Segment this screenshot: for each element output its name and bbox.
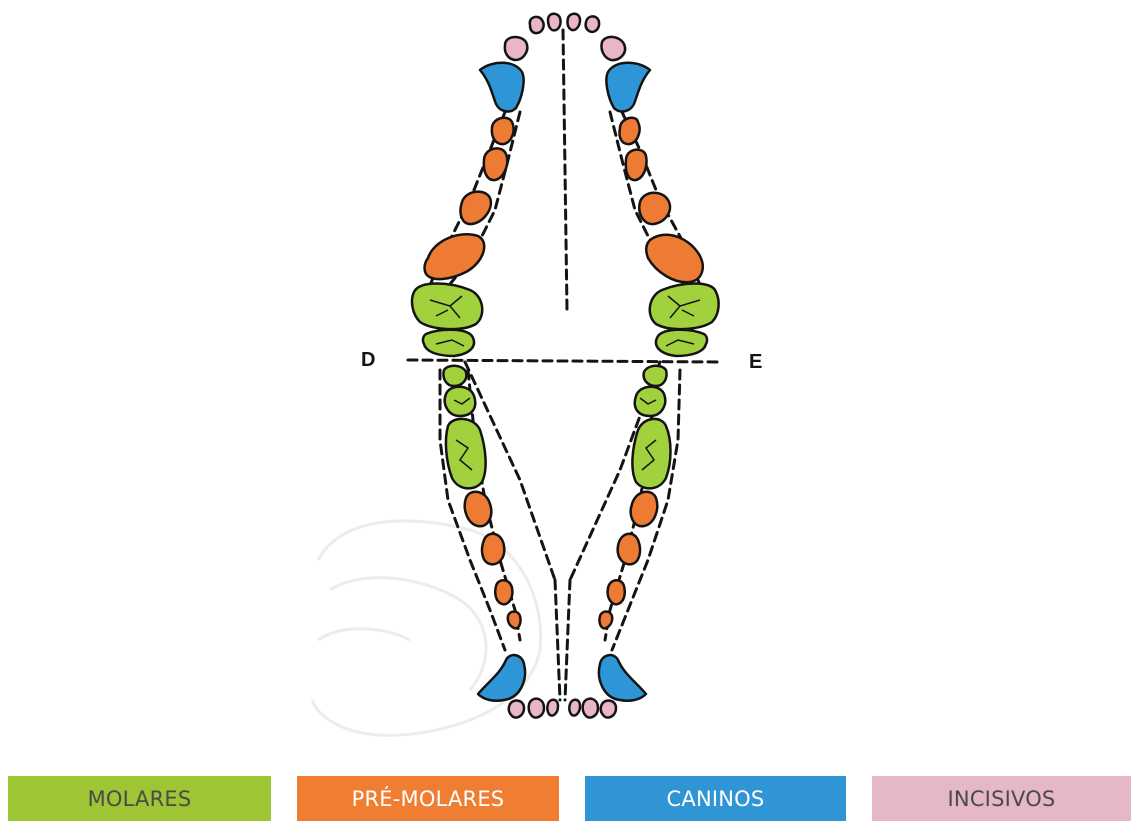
incisor-tooth [509, 701, 524, 718]
premolar-tooth [460, 192, 490, 224]
legend-incisivos: INCISIVOS [872, 776, 1131, 821]
premolar-tooth [484, 148, 507, 180]
molar-tooth [443, 366, 466, 386]
legend-molares-label: MOLARES [88, 787, 192, 811]
canine-tooth [606, 63, 650, 112]
incisor-tooth [547, 700, 558, 716]
incisor-tooth [548, 14, 561, 31]
molar-tooth [632, 419, 670, 488]
lower-midline-left [555, 580, 560, 700]
premolar-tooth [425, 234, 485, 279]
canine-tooth [480, 63, 524, 112]
molar-tooth [412, 284, 482, 330]
legend-caninos: CANINOS [585, 776, 846, 821]
premolar-tooth [465, 492, 492, 526]
lower-incisors [509, 699, 616, 718]
molar-tooth [445, 387, 475, 416]
incisor-tooth [567, 14, 580, 30]
premolar-tooth [599, 612, 612, 629]
incisor-tooth [601, 37, 625, 60]
label-e: E [749, 351, 762, 373]
molar-tooth [650, 284, 719, 330]
legend-premolares: PRÉ-MOLARES [297, 776, 559, 821]
incisor-tooth [569, 700, 580, 716]
molar-tooth [656, 330, 707, 356]
lower-canines [478, 655, 646, 701]
incisor-tooth [530, 17, 544, 33]
molar-tooth [644, 366, 667, 386]
premolar-tooth [495, 580, 512, 604]
legend-caninos-label: CANINOS [667, 787, 765, 811]
incisor-tooth [505, 37, 527, 60]
label-d: D [361, 349, 375, 371]
premolar-tooth [492, 118, 514, 144]
d-e-line [408, 360, 720, 362]
premolar-tooth [508, 612, 521, 629]
premolar-tooth [639, 193, 670, 224]
premolar-tooth [608, 580, 625, 604]
incisor-tooth [583, 699, 598, 718]
canine-tooth [599, 655, 646, 701]
legend-premolares-label: PRÉ-MOLARES [352, 787, 505, 811]
premolar-tooth [618, 534, 640, 565]
molar-tooth [446, 419, 486, 488]
molar-tooth [635, 387, 665, 416]
upper-incisors [505, 14, 625, 60]
molar-tooth [423, 330, 474, 356]
premolar-tooth [482, 534, 504, 565]
premolar-tooth [626, 150, 647, 180]
premolar-tooth [619, 118, 639, 144]
incisor-tooth [601, 701, 616, 718]
premolar-tooth [631, 492, 658, 526]
legend-molares: MOLARES [8, 776, 271, 821]
legend-incisivos-label: INCISIVOS [948, 787, 1056, 811]
incisor-tooth [529, 699, 544, 718]
incisor-tooth [586, 16, 599, 32]
premolar-tooth [646, 235, 703, 282]
upper-molars [412, 284, 719, 357]
upper-midline [563, 30, 567, 310]
lower-midline-right [565, 580, 570, 700]
watermark-logo [312, 521, 541, 735]
